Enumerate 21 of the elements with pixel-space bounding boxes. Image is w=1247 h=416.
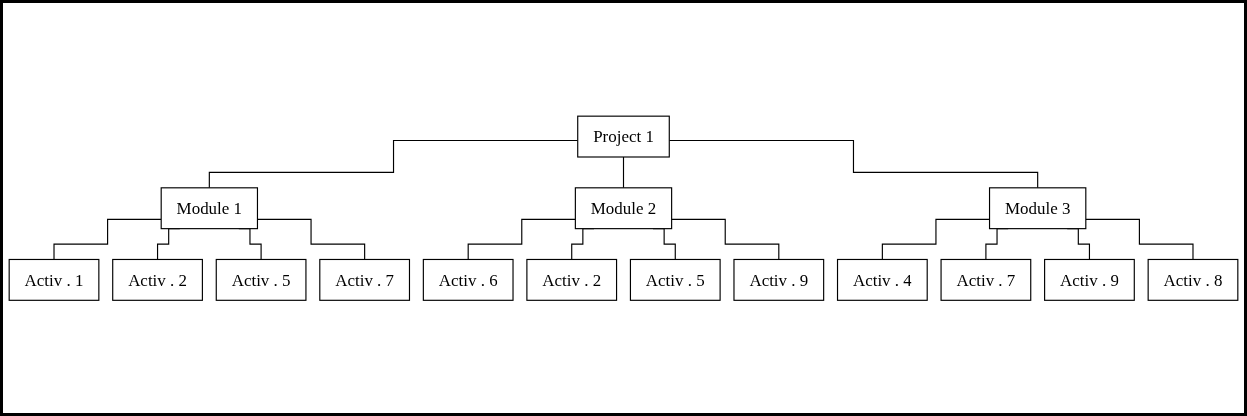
connector (622, 156, 625, 189)
connector (467, 218, 576, 260)
node-box: Module 1 (160, 187, 259, 229)
node-box: Activ . 7 (940, 258, 1032, 301)
node-box: Activ . 1 (8, 258, 100, 301)
node-box: Activ . 5 (215, 258, 307, 301)
node-box: Activ . 6 (422, 258, 514, 301)
node-box: Activ . 2 (526, 258, 618, 301)
node-box: Module 3 (988, 187, 1087, 229)
node-box: Activ . 9 (1044, 258, 1135, 301)
node-box: Activ . 4 (836, 258, 928, 301)
node-box: Activ . 7 (319, 258, 411, 301)
node-box: Project 1 (577, 115, 670, 158)
connector (1085, 218, 1194, 260)
node-box: Activ . 8 (1147, 258, 1239, 301)
node-box: Activ . 9 (733, 258, 825, 301)
node-box: Activ . 5 (629, 258, 721, 301)
node-box: Module 2 (574, 187, 673, 229)
connector (53, 218, 162, 260)
node-box: Activ . 2 (112, 258, 203, 301)
connector (671, 218, 780, 260)
